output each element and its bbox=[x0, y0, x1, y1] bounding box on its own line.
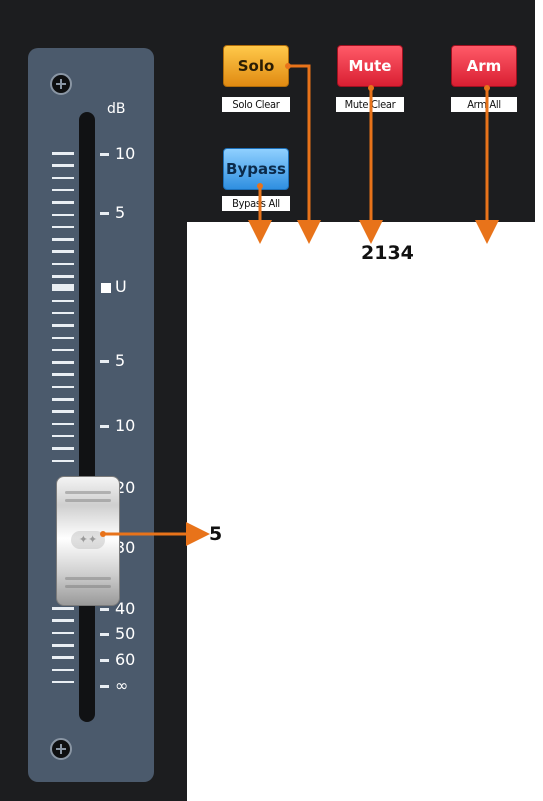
fader-graduation-tick bbox=[52, 644, 74, 647]
fader-graduation-tick bbox=[52, 447, 74, 450]
bypass-all-label: Bypass All bbox=[222, 196, 290, 211]
fader-scale-tick bbox=[100, 425, 109, 428]
fader-scale-tick bbox=[100, 608, 109, 611]
fader-graduation-tick bbox=[52, 284, 74, 292]
fader-scale-tick bbox=[100, 212, 109, 215]
fader-graduation-tick bbox=[52, 373, 74, 376]
fader-unit-label: dB bbox=[107, 101, 126, 117]
fader-graduation-tick bbox=[52, 607, 74, 610]
fader-scale-label: 10 bbox=[115, 416, 136, 435]
fader-scale-tick bbox=[100, 360, 109, 363]
mute-button[interactable]: Mute bbox=[337, 45, 403, 87]
fader-graduation-tick bbox=[52, 385, 74, 389]
fader-cap[interactable]: ✦✦ bbox=[56, 476, 120, 606]
fader-scale-tick bbox=[100, 153, 109, 156]
arm-all-label: Arm All bbox=[451, 97, 517, 112]
mute-clear-label: Mute Clear bbox=[336, 97, 404, 112]
fader-graduation-tick bbox=[52, 238, 74, 241]
fader-graduation-tick bbox=[52, 299, 74, 303]
fader-graduation-tick bbox=[52, 348, 74, 352]
fader-graduation-tick bbox=[52, 188, 74, 192]
fader-graduation-tick bbox=[52, 619, 74, 622]
fader-graduation-tick bbox=[52, 410, 74, 413]
bypass-button[interactable]: Bypass bbox=[223, 148, 289, 190]
fader-graduation-tick bbox=[52, 201, 74, 204]
fader-graduation-tick bbox=[52, 398, 74, 401]
presonus-logo-icon: ✦✦ bbox=[71, 531, 105, 549]
fader-graduation-tick bbox=[52, 311, 74, 315]
fader-scale-tick bbox=[100, 685, 109, 688]
arm-button[interactable]: Arm bbox=[451, 45, 517, 87]
fader-scale-label: 20 bbox=[115, 478, 136, 497]
fader-graduation-tick bbox=[52, 422, 74, 426]
fader-track[interactable] bbox=[79, 112, 95, 722]
fader-graduation-tick bbox=[52, 152, 74, 155]
fader-scale-label: 10 bbox=[115, 144, 136, 163]
fader-graduation-tick bbox=[52, 668, 74, 672]
fader-scale-label: 60 bbox=[115, 650, 136, 669]
fader-scale-label: ∞ bbox=[115, 676, 129, 695]
fader-graduation-tick bbox=[52, 631, 74, 635]
fader-graduation-tick bbox=[52, 275, 74, 278]
fader-scale-label: 40 bbox=[115, 599, 136, 618]
screw-icon bbox=[50, 73, 72, 95]
fader-graduation-tick bbox=[52, 434, 74, 438]
fader-scale-tick bbox=[100, 659, 109, 662]
fader-graduation-tick bbox=[52, 164, 74, 167]
fader-scale-label: U bbox=[115, 277, 127, 296]
fader-graduation-tick bbox=[52, 336, 74, 339]
fader-scale-tick bbox=[100, 633, 109, 636]
fader-scale-label: 30 bbox=[115, 538, 136, 557]
fader-graduation-tick bbox=[52, 262, 74, 266]
buttons-callout-number: 2134 bbox=[361, 242, 414, 264]
screw-icon bbox=[50, 738, 72, 760]
fader-graduation-tick bbox=[52, 656, 74, 659]
solo-clear-label: Solo Clear bbox=[222, 97, 290, 112]
fader-graduation-tick bbox=[52, 250, 74, 253]
fader-graduation-tick bbox=[52, 361, 74, 364]
fader-graduation-tick bbox=[52, 680, 74, 684]
fader-scale-label: 50 bbox=[115, 624, 136, 643]
solo-button[interactable]: Solo bbox=[223, 45, 289, 87]
unity-marker bbox=[101, 283, 111, 293]
fader-callout-number: 5 bbox=[209, 523, 223, 545]
fader-graduation-tick bbox=[52, 225, 74, 229]
fader-graduation-tick bbox=[52, 176, 74, 180]
fader-graduation-tick bbox=[52, 324, 74, 327]
fader-graduation-tick bbox=[52, 459, 74, 462]
fader-scale-label: 5 bbox=[115, 351, 126, 370]
fader-graduation-tick bbox=[52, 213, 74, 216]
fader-scale-label: 5 bbox=[115, 203, 126, 222]
